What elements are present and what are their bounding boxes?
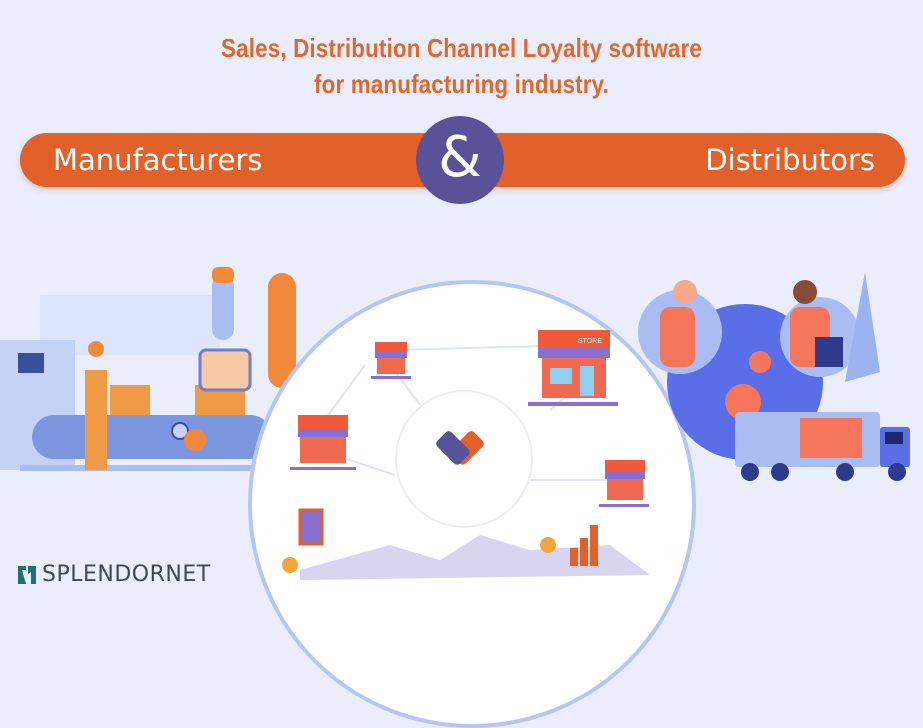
splendornet-logo-icon — [18, 565, 36, 584]
distribution-illustration — [638, 272, 910, 481]
brand-name: SPLENDORNET — [42, 562, 211, 587]
headline: Sales, Distribution Channel Loyalty soft… — [65, 30, 859, 102]
store-network-illustration: STORE — [282, 330, 650, 580]
store-sign-text: STORE — [578, 338, 602, 345]
factory-illustration — [0, 267, 296, 471]
manufacturers-label: Manufacturers — [53, 143, 263, 177]
headline-line-1: Sales, Distribution Channel Loyalty soft… — [221, 33, 702, 63]
hands-icon — [436, 431, 484, 465]
brand-logo: SPLENDORNET — [18, 562, 211, 587]
distributors-label: Distributors — [705, 143, 875, 177]
headline-line-2: for manufacturing industry. — [314, 69, 609, 99]
ampersand-badge: & — [416, 116, 504, 204]
